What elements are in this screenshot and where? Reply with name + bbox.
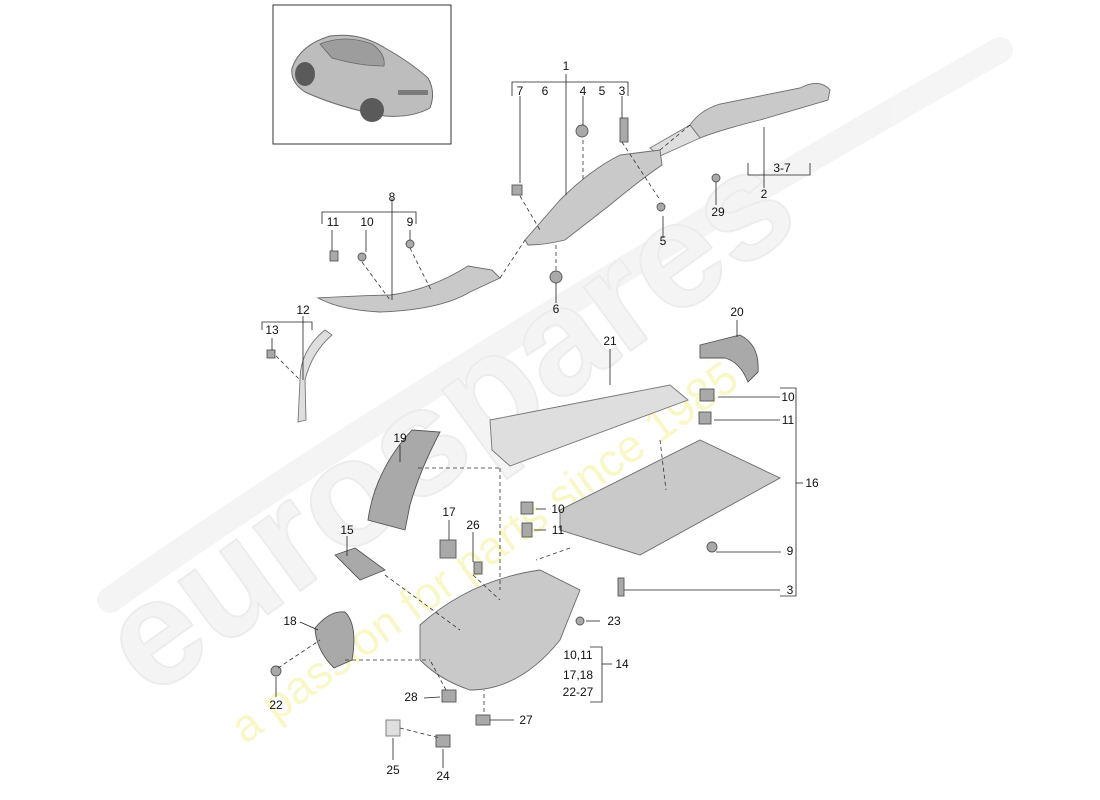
part-pin-3-upper: [619, 117, 629, 143]
callout-c23: 23: [607, 614, 621, 628]
callout-c13: 13: [265, 323, 279, 337]
callout-c25: 25: [386, 763, 400, 777]
part-fastener-9a: [405, 239, 415, 249]
car-body: [291, 34, 434, 117]
part-clip-11b: [698, 411, 712, 425]
callout-c1718: 17,18: [563, 668, 593, 682]
callout-c1: 1: [563, 59, 570, 73]
part-clip-25: [385, 719, 401, 737]
callout-c2227: 22-27: [563, 685, 594, 699]
callout-c11b: 11: [782, 413, 795, 427]
part-clip-10c: [520, 501, 534, 515]
part-clip-27: [475, 714, 491, 726]
part-pin-26: [473, 561, 483, 575]
car-roof: [319, 38, 385, 67]
callout-c12: 12: [296, 303, 310, 317]
callout-c5b: 5: [660, 234, 667, 248]
callout-c21: 21: [603, 334, 617, 348]
part-fastener-5: [656, 202, 666, 212]
part-fastener-4: [575, 124, 589, 138]
callout-c11c: 11: [552, 523, 565, 537]
part-clip-7: [511, 184, 523, 196]
part-fastener-29: [711, 173, 721, 183]
callout-c27: 27: [519, 713, 533, 727]
callout-c5a: 5: [599, 84, 606, 98]
part-roof-trim-rear: [689, 83, 831, 139]
callout-c10a: 10: [360, 215, 374, 229]
parts: [266, 83, 831, 748]
callout-c3b: 3: [787, 583, 794, 597]
callout-c3a: 3: [619, 84, 626, 98]
part-clip-17: [439, 539, 457, 559]
part-a-pillar-seal: [297, 329, 333, 423]
callout-c6a: 6: [542, 84, 549, 98]
car-wheel-front: [295, 62, 315, 86]
callout-c17: 17: [442, 505, 456, 519]
callout-c26: 26: [466, 518, 480, 532]
part-fastener-23: [575, 616, 585, 626]
callout-c15: 15: [340, 523, 354, 537]
part-wheelhouse-trim: [419, 569, 581, 691]
part-floor-panel: [559, 439, 781, 556]
part-clip-24: [435, 734, 451, 748]
car-wheel-rear: [360, 98, 384, 122]
part-a-pillar-trim: [316, 265, 501, 313]
part-clip-28: [441, 689, 457, 703]
callout-c22: 22: [269, 698, 283, 712]
callout-c9b: 9: [787, 544, 794, 558]
callout-c14: 14: [615, 657, 629, 671]
callout-c24: 24: [436, 769, 450, 783]
callout-c2: 2: [761, 187, 768, 201]
part-side-panel: [367, 429, 441, 531]
callout-c9a: 9: [407, 215, 414, 229]
callout-c19: 19: [393, 431, 407, 445]
car-rear-light: [398, 90, 428, 95]
callout-c1011: 10,11: [563, 648, 592, 662]
part-clip-10b: [699, 388, 715, 402]
part-fastener-22: [270, 665, 282, 677]
part-fastener-6: [549, 270, 563, 284]
callout-c7: 7: [517, 84, 524, 98]
callout-c10c: 10: [551, 502, 565, 516]
part-pin-3: [617, 577, 625, 597]
assembly-lines: [275, 124, 691, 739]
part-fastener-9b: [706, 541, 718, 553]
callout-c4: 4: [580, 84, 587, 98]
callout-c16: 16: [805, 476, 819, 490]
callout-c37: 3-7: [773, 161, 791, 175]
callout-c18: 18: [283, 614, 297, 628]
part-pin-13: [266, 349, 276, 359]
part-bracket-15: [334, 547, 386, 581]
car-thumbnail: [272, 4, 452, 145]
part-fastener-10a: [357, 252, 367, 262]
callout-c28: 28: [404, 690, 418, 704]
callout-c20: 20: [730, 305, 744, 319]
part-quarter-cover: [699, 334, 759, 383]
callout-c11a: 11: [327, 215, 340, 229]
leader-lines: [261, 74, 811, 768]
callout-c8: 8: [389, 190, 396, 204]
part-clip-11a: [329, 250, 339, 262]
part-b-pillar-upper: [524, 149, 663, 246]
part-cover-18: [314, 611, 355, 669]
callout-c6b: 6: [553, 302, 560, 316]
part-shelf-mat: [489, 384, 689, 467]
part-clip-11c: [521, 522, 533, 538]
callout-c29: 29: [711, 205, 725, 219]
callout-c10b: 10: [781, 390, 795, 404]
